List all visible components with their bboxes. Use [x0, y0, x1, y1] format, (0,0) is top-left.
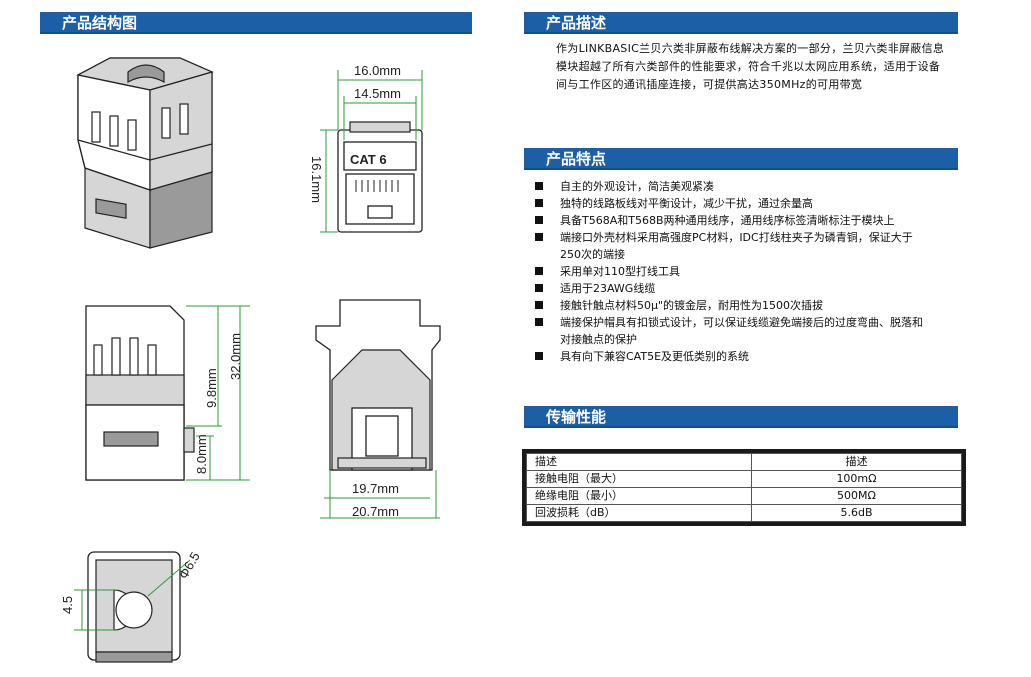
bullet-square-icon	[535, 267, 543, 275]
table-header-row: 描述 描述	[526, 453, 962, 471]
feature-item: 端接口外壳材料采用高强度PC材料，IDC打线柱夹子为磷青铜，保证大于250次的端…	[532, 229, 932, 263]
feature-item: 采用单对110型打线工具	[532, 263, 932, 280]
section-title-performance: 传输性能	[524, 406, 958, 428]
bullet-square-icon	[535, 182, 543, 190]
dim-side-height-total: 32.0mm	[228, 333, 243, 380]
rear-view-drawing: 19.7mm 20.7mm	[315, 299, 441, 519]
feature-item: 接触针触点材料50μ"的镀金层，耐用性为1500次插拔	[532, 297, 932, 314]
dim-side-height-upper: 9.8mm	[204, 368, 219, 408]
table-cell: 100mΩ	[751, 470, 962, 488]
bullet-square-icon	[535, 233, 543, 241]
table-cell: 回波损耗（dB）	[526, 504, 752, 522]
dim-front-width-outer: 16.0mm	[354, 63, 401, 78]
structure-drawings: CAT 6 16.0mm 14.5mm 16.1mm	[60, 57, 441, 663]
front-view-drawing: CAT 6 16.0mm 14.5mm 16.1mm	[309, 63, 423, 233]
section-title-structure: 产品结构图	[40, 12, 472, 34]
table-header-cell: 描述	[751, 453, 962, 471]
section-title-features: 产品特点	[524, 148, 958, 170]
dim-rear-width-inner: 19.7mm	[352, 481, 399, 496]
jack-category-label: CAT 6	[350, 152, 387, 167]
performance-table: 描述 描述 接触电阻（最大） 100mΩ 绝缘电阻（最小） 500MΩ 回波损耗…	[522, 449, 966, 526]
feature-item: 适用于23AWG线缆	[532, 280, 932, 297]
table-cell: 500MΩ	[751, 487, 962, 505]
dim-side-height-lower: 8.0mm	[194, 434, 209, 474]
bullet-square-icon	[535, 301, 543, 309]
bullet-square-icon	[535, 284, 543, 292]
dim-front-height: 16.1mm	[309, 156, 324, 203]
table-cell: 绝缘电阻（最小）	[526, 487, 752, 505]
bullet-square-icon	[535, 318, 543, 326]
side-view-drawing: 32.0mm 9.8mm 8.0mm	[85, 305, 250, 481]
bullet-square-icon	[535, 199, 543, 207]
table-row: 接触电阻（最大） 100mΩ	[526, 470, 962, 488]
table-row: 回波损耗（dB） 5.6dB	[526, 504, 962, 522]
isometric-view-drawing	[76, 57, 214, 249]
table-cell: 接触电阻（最大）	[526, 470, 752, 488]
feature-item: 具有向下兼容CAT5E及更低类别的系统	[532, 348, 932, 365]
feature-list: 自主的外观设计，简洁美观紧凑 独特的线路板线对平衡设计，减少干扰，通过余量高 具…	[532, 178, 932, 365]
dim-bottom-height: 4.5	[60, 596, 75, 614]
dim-rear-width-outer: 20.7mm	[352, 504, 399, 519]
feature-item: 端接保护帽具有扣锁式设计，可以保证线缆避免端接后的过度弯曲、脱落和对接触点的保护	[532, 314, 932, 348]
feature-item: 独特的线路板线对平衡设计，减少干扰，通过余量高	[532, 195, 932, 212]
dim-bottom-diameter: Φ6.5	[176, 549, 203, 581]
dim-front-width-inner: 14.5mm	[354, 86, 401, 101]
table-header-cell: 描述	[526, 453, 752, 471]
bottom-view-drawing: 4.5 Φ6.5	[60, 549, 203, 663]
product-description: 作为LINKBASIC兰贝六类非屏蔽布线解决方案的一部分，兰贝六类非屏蔽信息模块…	[556, 42, 945, 91]
feature-item: 具备T568A和T568B两种通用线序，通用线序标签清晰标注于模块上	[532, 212, 932, 229]
bullet-square-icon	[535, 216, 543, 224]
section-title-description: 产品描述	[524, 12, 958, 34]
table-row: 绝缘电阻（最小） 500MΩ	[526, 487, 962, 505]
feature-item: 自主的外观设计，简洁美观紧凑	[532, 178, 932, 195]
bullet-square-icon	[535, 352, 543, 360]
table-cell: 5.6dB	[751, 504, 962, 522]
